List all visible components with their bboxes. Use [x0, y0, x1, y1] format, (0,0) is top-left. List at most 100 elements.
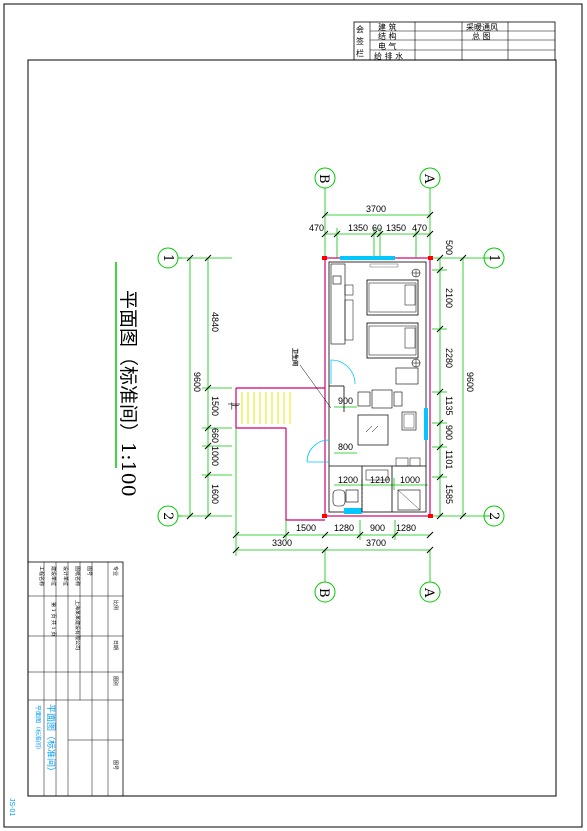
pillow-2 [404, 327, 416, 349]
corner-mark [322, 256, 327, 260]
dim-bottom-total: 3700 [366, 538, 386, 548]
dim-bottom-2: 1280 [334, 523, 354, 533]
washer [365, 469, 389, 481]
tb-sheet-label: 图号 [112, 760, 118, 770]
tb-drawing-name: 图纸名称 [74, 566, 81, 586]
dim-interior-900: 900 [338, 396, 353, 406]
discipline-structure: 结 构 [378, 31, 397, 41]
dim-interior-1200: 1200 [338, 475, 358, 485]
grid-bubbles: B A B A 1 2 1 2 [157, 167, 505, 603]
dimension-ticks [186, 211, 467, 554]
shower [397, 489, 421, 511]
bed-1 [366, 279, 419, 316]
title-block: 工程名称 建设单位 设计单位 图纸名称 图号 上海某某建设有限公司 第 1 页 … [8, 561, 124, 816]
grid-label-left-2: 2 [160, 512, 175, 520]
tb-designer: 设计单位 [62, 566, 69, 586]
outer-frame [3, 3, 583, 828]
door-swing-1 [330, 359, 356, 385]
dim-left-5: 1600 [210, 484, 220, 504]
tb-sheet-no: JS-01 [8, 798, 15, 816]
tb-drawing-no: 图号 [86, 566, 92, 576]
grid-label-bottom-b: B [316, 588, 331, 598]
tb-sheet-title-2: 平面图（标准间） [34, 705, 42, 753]
tb-page-info: 第 1 页 共 1 页 [50, 602, 57, 636]
tb-client: 建设单位 [50, 566, 57, 586]
coffee-table [357, 414, 389, 446]
tb-category: 图别 [112, 676, 119, 686]
dimension-text: 3700 470 1350 60 1350 470 500 2100 2280 … [192, 204, 475, 548]
dim-right-1: 500 [444, 240, 454, 255]
window-top [340, 256, 395, 260]
door-swing-2 [306, 439, 330, 463]
discipline-siteplan: 总 图 [472, 31, 491, 41]
grid-label-bottom-a: A [421, 587, 436, 598]
dim-right-3: 2280 [444, 348, 454, 368]
dim-interior-1000: 1000 [400, 475, 420, 485]
grid-label-right-2: 2 [486, 512, 501, 520]
tv-cabinet [401, 411, 417, 431]
side-table [395, 367, 419, 385]
dim-left-2: 1500 [210, 396, 220, 416]
drawing-title: 平面图（标准间）1:100 [117, 290, 139, 497]
window-bottom [344, 508, 362, 514]
dim-left-total: 9600 [192, 372, 202, 392]
dim-left-1: 4840 [210, 312, 220, 332]
dim-left-3: 660 [210, 428, 220, 443]
sink [345, 489, 359, 503]
tb-project-name: 工程名称 [38, 566, 45, 586]
armchair-2 [371, 389, 393, 409]
dim-right-6: 1101 [444, 450, 454, 469]
toilet [332, 489, 346, 507]
annotation-label: 卫生间 [291, 348, 299, 366]
stair-treads [241, 392, 291, 424]
grid-label-top-a: A [421, 173, 436, 184]
dim-bottom-1: 1500 [296, 523, 316, 533]
window-right [424, 408, 428, 440]
signoff-char-1: 会 [356, 24, 364, 34]
grid-label-right-1: 1 [486, 254, 501, 262]
dim-top-4: 1350 [386, 223, 406, 233]
signoff-table: 会 签 栏 建 筑 结 构 电 气 给 排 水 采暖通风 总 图 [353, 21, 556, 61]
dim-interior-800: 800 [338, 442, 353, 452]
floor-plan: 上 卫生间 [228, 256, 433, 521]
dim-right-5: 900 [444, 425, 454, 440]
stair-up-label: 上 [230, 402, 239, 410]
tb-company: 上海某某建设有限公司 [74, 600, 81, 650]
dim-right-4: 1135 [444, 396, 454, 415]
discipline-electrical: 电 气 [378, 41, 397, 51]
tb-date: 日期 [112, 640, 118, 650]
annotation-leader [299, 364, 332, 409]
bed-2 [366, 322, 419, 359]
dim-right-total: 9600 [465, 372, 475, 392]
discipline-hvac: 采暖通风 [466, 22, 498, 32]
grid-bubble-bottom-b [314, 581, 336, 603]
tb-scale: 比例 [112, 600, 119, 610]
discipline-architecture: 建 筑 [378, 22, 397, 32]
grid-bubble-bottom-a [419, 581, 441, 603]
fridge [395, 457, 409, 467]
dim-left-4: 1000 [210, 446, 220, 466]
grid-label-top-b: B [316, 174, 331, 184]
grid-bubble-top-b [314, 167, 336, 189]
inner-wall [328, 261, 427, 513]
inner-frame [27, 59, 557, 797]
dim-top-2: 1350 [348, 223, 368, 233]
dim-right-2: 2100 [444, 288, 454, 308]
dim-top-5: 470 [412, 223, 427, 233]
discipline-plumbing: 给 排 水 [374, 51, 403, 61]
signoff-char-3: 栏 [356, 48, 364, 58]
pillow-1 [404, 284, 416, 306]
dim-bottom-3: 900 [370, 523, 385, 533]
grid-label-left-1: 1 [160, 254, 175, 262]
grid-bubble-top-a [419, 167, 441, 189]
corridor-wall-bottom [285, 428, 325, 521]
dim-top-total: 3700 [366, 204, 386, 214]
dim-top-1: 470 [309, 223, 324, 233]
armchair-1 [357, 391, 371, 407]
dim-right-7: 1585 [444, 484, 454, 504]
tb-discipline: 专业 [112, 566, 119, 576]
dim-bottom-4: 1280 [396, 523, 416, 533]
dim-top-3: 60 [372, 223, 382, 233]
dim-bottom-total-left: 3300 [272, 538, 292, 548]
